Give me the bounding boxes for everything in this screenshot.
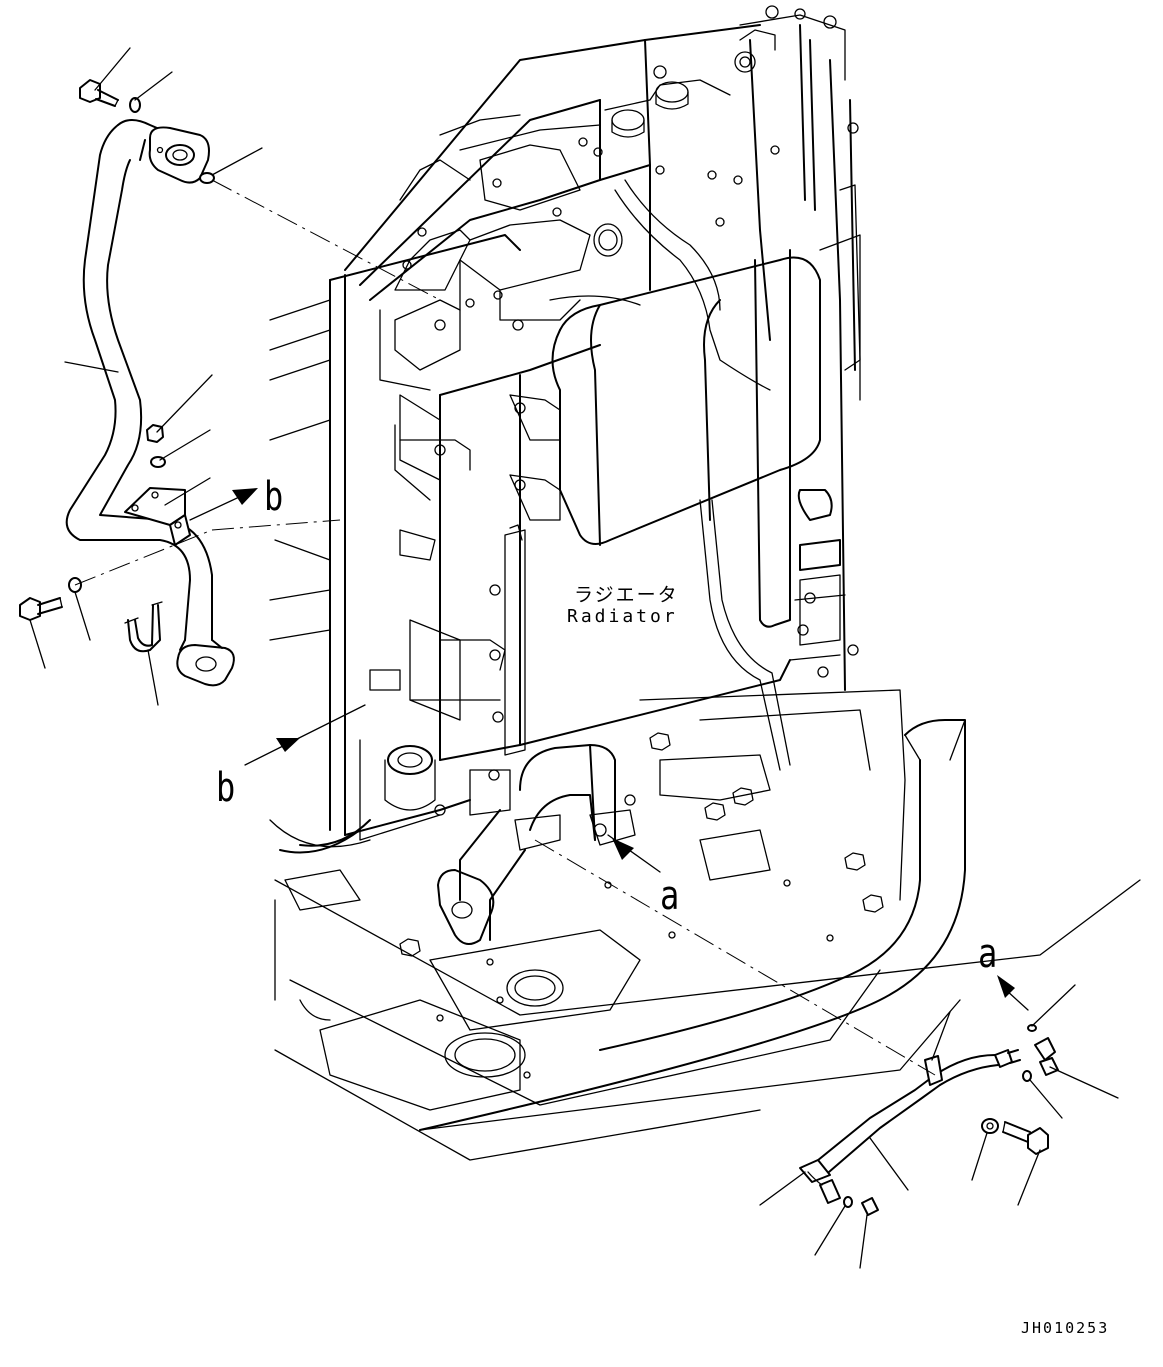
drawing-number: JH010253 [1021,1319,1110,1337]
view-arrows [189,488,1029,1011]
side-pipes [614,179,861,771]
large-hose [419,719,966,1131]
radiator-label-en: Radiator [567,606,678,627]
view-marker-a-lower: a [660,873,680,919]
lower-bent-pipe [279,744,636,945]
view-marker-a-right: a [978,931,998,977]
view-marker-b-upper: b [264,474,284,520]
exploded-hose-assembly [799,1024,1059,1216]
reserve-tank [549,256,821,546]
radiator-cap [611,81,689,138]
bottom-outlet [359,739,511,841]
floor-nuts [399,732,884,1079]
top-bolts [402,122,859,331]
leader-lines [29,47,1119,1269]
view-marker-b-lower: b [216,765,236,811]
radiator-label-jp: ラジエータ [574,584,679,606]
side-brackets [369,394,561,816]
radiator-assembly [279,5,861,945]
exploded-pipe-assembly [19,79,235,687]
machine-frame [269,299,1141,1161]
